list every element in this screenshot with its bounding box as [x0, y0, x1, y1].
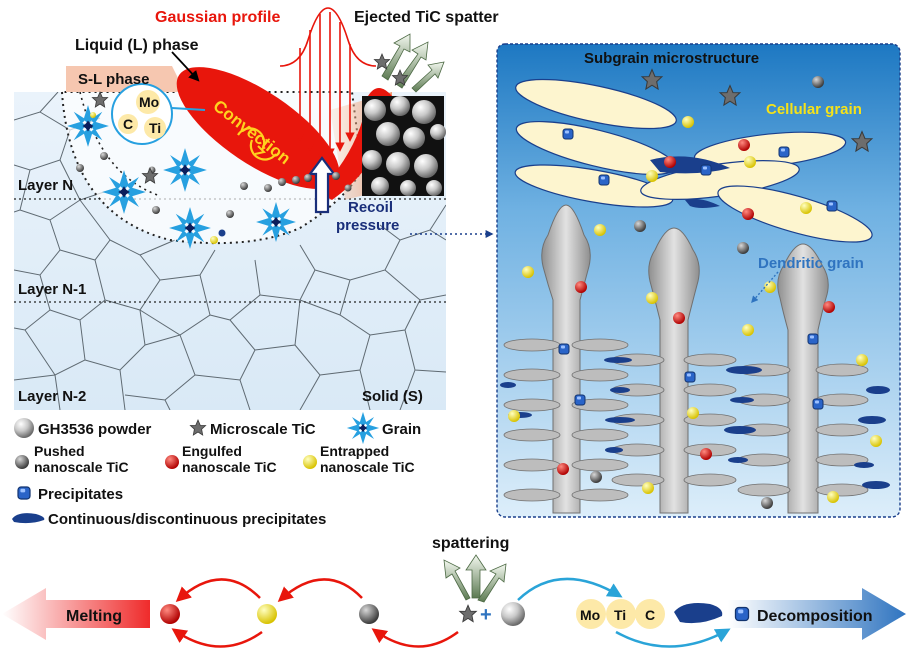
spattering-arrows — [443, 554, 507, 603]
solid-label: Solid (S) — [362, 388, 423, 405]
ti-label: Ti — [149, 120, 161, 136]
precipitate-cube — [574, 394, 586, 406]
recoil-arrow — [307, 156, 337, 214]
convection-arrows — [237, 127, 277, 161]
entrapped-tic-dot — [257, 604, 277, 624]
panel-particles — [508, 76, 882, 509]
layer-n2-label: Layer N-2 — [18, 388, 86, 405]
process-flow: + — [2, 554, 906, 648]
legend — [12, 411, 380, 524]
subgrain-title: Subgrain microstructure — [584, 50, 759, 67]
plus-sign: + — [480, 604, 492, 626]
precipitate-cube — [826, 200, 838, 212]
entrapped-tic-icon — [303, 455, 317, 469]
blue-arc-lower — [615, 628, 731, 648]
continuous-precipitate-shape — [674, 603, 723, 624]
sl-phase-tab — [66, 66, 185, 92]
red-arc-upper — [277, 578, 363, 602]
legend-engulfed-label-1: Engulfed — [182, 443, 242, 459]
liquid-melt — [176, 67, 340, 189]
decomposition-label: Decomposition — [757, 608, 873, 625]
cellular-grains — [514, 78, 873, 243]
recoil-label-2: pressure — [336, 217, 399, 234]
precipitate-icon — [17, 486, 31, 500]
legend-entrapped-label-2: nanoscale TiC — [320, 459, 415, 475]
spatter-label: Ejected TiC spatter — [354, 9, 499, 26]
cellular-grain-label: Cellular grain — [766, 101, 862, 118]
precipitate-cube — [778, 146, 790, 158]
precipitate-cube — [807, 333, 819, 345]
mo-element-label: Mo — [580, 607, 600, 623]
interdendritic-precipitates — [500, 357, 890, 489]
solute-callout-pointer — [171, 107, 206, 111]
c-label: C — [123, 116, 133, 132]
sl-boundary — [79, 91, 161, 197]
legend-micro-tic-label: Microscale TiC — [210, 421, 316, 438]
powder-icon — [14, 418, 34, 438]
blue-arc-upper — [517, 577, 623, 601]
legend-pushed-label-1: Pushed — [34, 443, 85, 459]
ti-atom — [144, 117, 166, 139]
legend-pushed-label-2: nanoscale TiC — [34, 459, 129, 475]
precipitate-cube — [684, 371, 696, 383]
gaussian-profile — [279, 7, 377, 158]
legend-continuous-label: Continuous/discontinuous precipitates — [48, 511, 326, 528]
pool-particles — [76, 112, 352, 244]
engulfed-tic-dot — [160, 604, 180, 624]
legend-grain-label: Grain — [382, 421, 421, 438]
powder-ball — [501, 602, 525, 626]
ti-element — [606, 599, 636, 629]
melt-pool-panel — [14, 7, 494, 410]
dendritic-grain-label: Dendritic grain — [758, 255, 864, 272]
c-element — [635, 599, 665, 629]
engulfed-tic-icon — [165, 455, 179, 469]
c-element-label: C — [645, 607, 655, 623]
precipitate-cube — [700, 164, 712, 176]
legend-powder-label: GH3536 powder — [38, 421, 152, 438]
dendrites — [541, 204, 829, 514]
melting-label: Melting — [66, 608, 122, 625]
sl-phase-label: S-L phase — [78, 71, 149, 88]
micro-tic-star — [459, 604, 477, 623]
grain-boundaries — [14, 92, 446, 410]
red-arc-lower — [171, 628, 263, 648]
precipitate-cube — [558, 343, 570, 355]
decomposition-arrow — [728, 588, 906, 640]
mo-element — [576, 599, 606, 629]
pushed-tic-icon — [15, 455, 29, 469]
spatter-arrows — [381, 33, 445, 93]
liquid-pointer — [171, 51, 200, 82]
mo-atom — [136, 90, 160, 114]
micro-tic-icon — [189, 419, 207, 436]
red-arc-upper — [175, 578, 261, 603]
precipitate-cube — [812, 398, 824, 410]
recoil-label-1: Recoil — [348, 199, 393, 216]
liquid-phase-label: Liquid (L) phase — [75, 37, 199, 54]
dendritic-pointer — [751, 271, 779, 304]
grain-icon — [346, 411, 380, 445]
ti-element-label: Ti — [614, 607, 626, 623]
subgrain-panel — [496, 43, 901, 518]
gaussian-profile-label: Gaussian profile — [155, 9, 280, 26]
precipitate-cube — [734, 606, 750, 622]
legend-entrapped-label-1: Entrapped — [320, 443, 389, 459]
melting-arrow — [2, 588, 150, 640]
spattering-label: spattering — [432, 535, 509, 552]
precipitate-cube — [598, 174, 610, 186]
mo-label: Mo — [139, 94, 159, 110]
legend-precipitates-label: Precipitates — [38, 486, 123, 503]
c-atom — [118, 114, 138, 134]
continuous-precipitate-icon — [12, 513, 45, 524]
legend-engulfed-label-2: nanoscale TiC — [182, 459, 277, 475]
layer-n1-label: Layer N-1 — [18, 281, 86, 298]
precipitate-cube — [562, 128, 574, 140]
powder-particles — [362, 96, 446, 196]
pushed-tic-dot — [359, 604, 379, 624]
red-arc-lower — [371, 628, 459, 648]
dendrite-arms — [503, 338, 869, 502]
layer-n-label: Layer N — [18, 177, 73, 194]
